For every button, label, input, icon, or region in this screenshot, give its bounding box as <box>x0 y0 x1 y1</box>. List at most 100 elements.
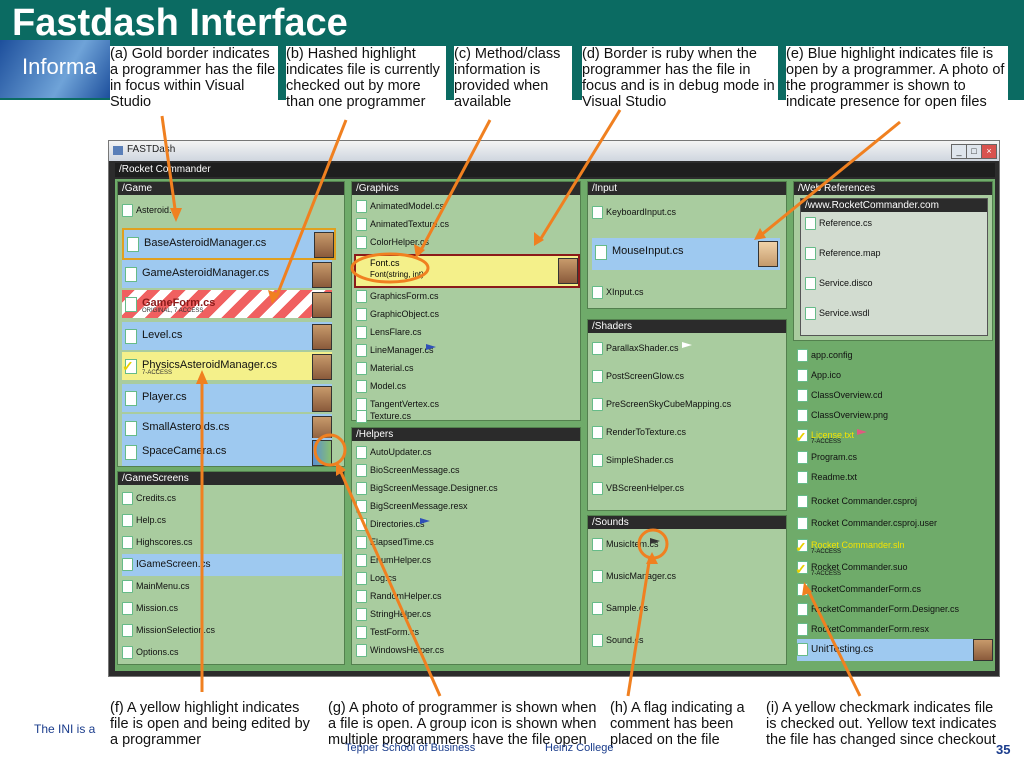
file-icon <box>122 602 133 615</box>
panel-webrefs-subheader: /www.RocketCommander.com <box>801 199 987 212</box>
file-icon <box>356 626 367 639</box>
file-icon <box>356 380 367 393</box>
file-icon <box>127 237 139 252</box>
file-icon <box>356 326 367 339</box>
file-icon <box>805 277 816 290</box>
file-icon <box>797 349 808 362</box>
file-icon <box>125 297 137 312</box>
file-icon <box>125 329 137 344</box>
fastdash-window: FASTDash _ □ × /Rocket Commander /Game A… <box>108 140 1000 677</box>
file-baseasteroidmanager[interactable]: BaseAsteroidManager.cs <box>122 228 336 260</box>
file-icon <box>592 570 603 583</box>
file-icon <box>797 643 808 656</box>
file-icon <box>356 482 367 495</box>
file-icon <box>797 495 808 508</box>
footer-school: Tepper School of Business <box>345 742 476 754</box>
file-icon <box>356 218 367 231</box>
maximize-button[interactable]: □ <box>966 144 982 159</box>
comment-flag-icon[interactable] <box>426 344 436 352</box>
file-mouseinput[interactable]: MouseInput.cs <box>592 238 780 270</box>
file-font-debug[interactable]: Font.cs Font(string, int) <box>354 254 580 288</box>
method-info: Font(string, int) <box>370 270 424 279</box>
file-icon <box>797 471 808 484</box>
file-icon <box>592 398 603 411</box>
programmer-photo <box>758 241 778 267</box>
file-gameasteroidmanager[interactable]: GameAsteroidManager.cs <box>122 260 332 288</box>
app-icon <box>113 146 123 155</box>
file-icon <box>122 624 133 637</box>
file-icon <box>797 409 808 422</box>
file-icon <box>356 446 367 459</box>
file-igamescreen[interactable]: IGameScreen.cs <box>122 554 342 576</box>
file-icon <box>805 307 816 320</box>
root-path-bar: /Rocket Commander <box>115 163 995 177</box>
file-icon <box>122 204 133 217</box>
file-icon <box>595 245 607 260</box>
callout-b: (b) Hashed highlight indicates file is c… <box>286 46 446 110</box>
file-icon <box>356 500 367 513</box>
file-icon <box>125 359 137 374</box>
panel-game: /Game Asteroid.cs BaseAsteroidManager.cs… <box>117 181 345 467</box>
checkmark-icon: ✓ <box>795 429 807 445</box>
callout-d: (d) Border is ruby when the programmer h… <box>582 46 778 110</box>
file-icon <box>356 410 367 423</box>
callout-h: (h) A flag indicating a comment has been… <box>610 700 760 748</box>
file-icon <box>125 445 137 460</box>
file-icon <box>356 236 367 249</box>
file-icon <box>356 608 367 621</box>
file-icon <box>592 602 603 615</box>
programmer-photo <box>558 258 578 284</box>
callout-g: (g) A photo of programmer is shown when … <box>328 700 600 748</box>
minimize-button[interactable]: _ <box>951 144 967 159</box>
file-unittesting[interactable]: UnitTesting.cs <box>797 639 993 661</box>
file-icon <box>356 518 367 531</box>
panel-shaders: /Shaders ParallaxShader.cs PostScreenGlo… <box>587 319 787 511</box>
file-icon <box>805 247 816 260</box>
footer-left-text: The INI is a <box>34 722 96 736</box>
comment-flag-icon[interactable] <box>420 518 430 526</box>
file-icon <box>356 644 367 657</box>
programmer-photo <box>312 262 332 288</box>
comment-flag-icon[interactable] <box>682 342 692 350</box>
file-icon <box>125 421 137 436</box>
panel-helpers-header: /Helpers <box>352 428 580 441</box>
file-spacecamera[interactable]: SpaceCamera.cs <box>122 438 332 466</box>
comment-flag-icon[interactable] <box>650 538 660 546</box>
window-titlebar: FASTDash _ □ × <box>109 141 999 161</box>
panel-sounds: /Sounds MusicItem.cs MusicManager.cs Sam… <box>587 515 787 665</box>
file-icon <box>356 290 367 303</box>
root-file-list: app.config App.ico ClassOverview.cd Clas… <box>793 345 993 663</box>
file-icon <box>122 558 133 571</box>
programmer-photo <box>973 639 993 661</box>
file-level[interactable]: Level.cs <box>122 322 332 350</box>
close-button[interactable]: × <box>981 144 997 159</box>
file-smallasteroids[interactable]: SmallAsteroids.cs <box>122 414 332 442</box>
panel-gamescreens-header: /GameScreens <box>118 472 344 485</box>
panel-graphics-header: /Graphics <box>352 182 580 195</box>
programmer-photo <box>312 292 332 318</box>
file-icon <box>592 482 603 495</box>
file-icon <box>592 286 603 299</box>
panel-input: /Input KeyboardInput.cs MouseInput.cs XI… <box>587 181 787 309</box>
file-icon <box>356 308 367 321</box>
checkmark-icon: ✓ <box>795 539 807 555</box>
file-icon <box>356 464 367 477</box>
file-asteroid[interactable]: Asteroid.cs <box>122 200 332 222</box>
file-icon <box>797 517 808 530</box>
panel-webrefs: /Web References /www.RocketCommander.com… <box>793 181 993 341</box>
file-icon <box>592 206 603 219</box>
checkmark-icon: ✓ <box>122 358 134 374</box>
programmer-photo <box>314 232 334 258</box>
file-player[interactable]: Player.cs <box>122 384 332 412</box>
file-icon <box>797 451 808 464</box>
file-icon <box>592 454 603 467</box>
footer-college: Heinz College <box>545 742 614 754</box>
callout-f: (f) A yellow highlight indicates file is… <box>110 700 320 748</box>
callout-a: (a) Gold border indicates a programmer h… <box>110 46 278 110</box>
file-icon <box>122 646 133 659</box>
comment-flag-icon[interactable] <box>857 429 867 437</box>
file-icon <box>592 342 603 355</box>
file-icon <box>356 536 367 549</box>
